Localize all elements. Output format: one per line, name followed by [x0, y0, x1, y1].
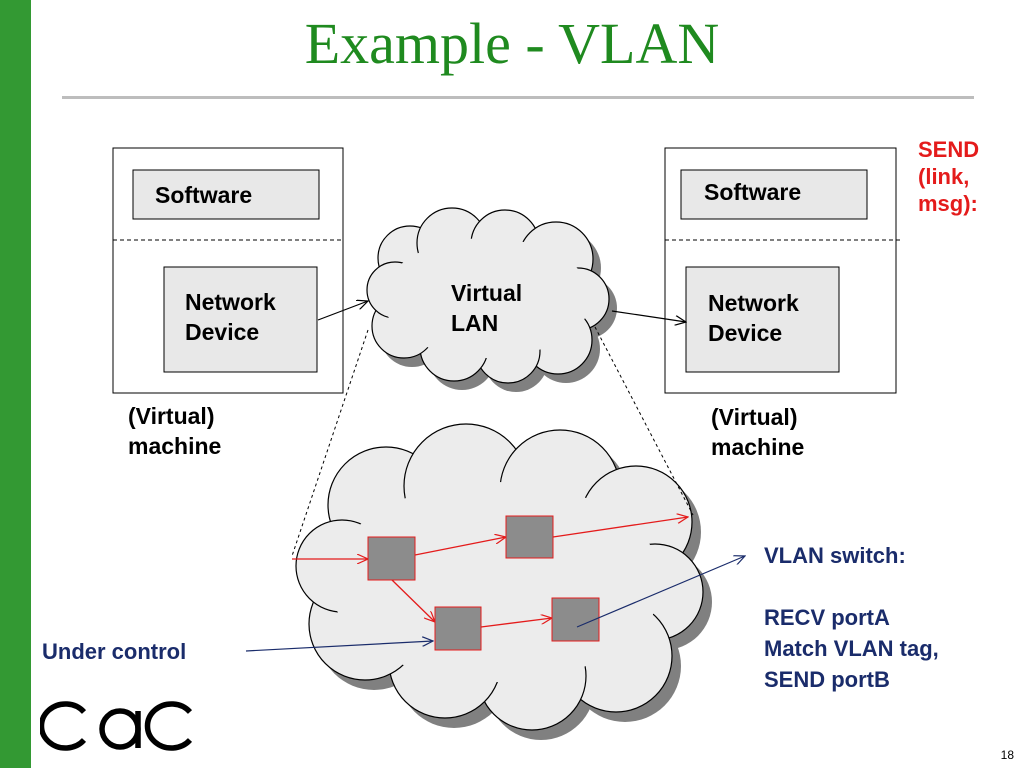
virtual-lan-cloud [366, 207, 617, 392]
arrow-lan-to-device [611, 310, 686, 322]
slide-number: 18 [1000, 748, 1014, 762]
red-arrow-5 [480, 618, 552, 628]
left-software-label: Software [155, 182, 253, 208]
left-machine-caption: (Virtual) machine [128, 403, 222, 459]
right-machine-caption: (Virtual) machine [711, 404, 805, 460]
title-divider [62, 96, 974, 99]
under-control-label: Under control [42, 639, 187, 664]
red-arrow-3 [552, 517, 688, 538]
right-machine [664, 147, 903, 394]
left-machine [112, 147, 344, 394]
zoom-line-right [594, 326, 694, 516]
send-note: SEND (link, msg): [918, 137, 980, 216]
right-network-device-label: Network Device [708, 290, 799, 346]
vlan-switch-note: VLAN switch: RECV portA Match VLAN tag, … [764, 543, 939, 692]
red-arrow-2 [414, 537, 506, 556]
switch-a [367, 536, 416, 581]
switch-b [505, 515, 554, 559]
side-accent-bar [0, 0, 31, 768]
arrow-device-to-lan [317, 301, 368, 321]
right-software-box [680, 169, 868, 220]
left-network-device-label: Network Device [185, 289, 276, 345]
switch-d [551, 597, 600, 642]
left-software-box [132, 169, 320, 220]
left-network-device-box [163, 266, 318, 373]
zoom-line-left [291, 329, 369, 557]
cac-logo [40, 701, 193, 751]
virtual-lan-label: Virtual LAN [451, 280, 523, 336]
red-arrow-4 [391, 579, 435, 622]
arrow-under-control [245, 641, 433, 652]
switch-c [434, 606, 482, 651]
right-network-device-box [685, 266, 840, 373]
vlan-detail-cloud [295, 423, 712, 740]
arrow-to-vlan-switch-note [576, 556, 745, 628]
right-software-label: Software [704, 179, 802, 205]
slide-title: Example - VLAN [304, 11, 720, 76]
